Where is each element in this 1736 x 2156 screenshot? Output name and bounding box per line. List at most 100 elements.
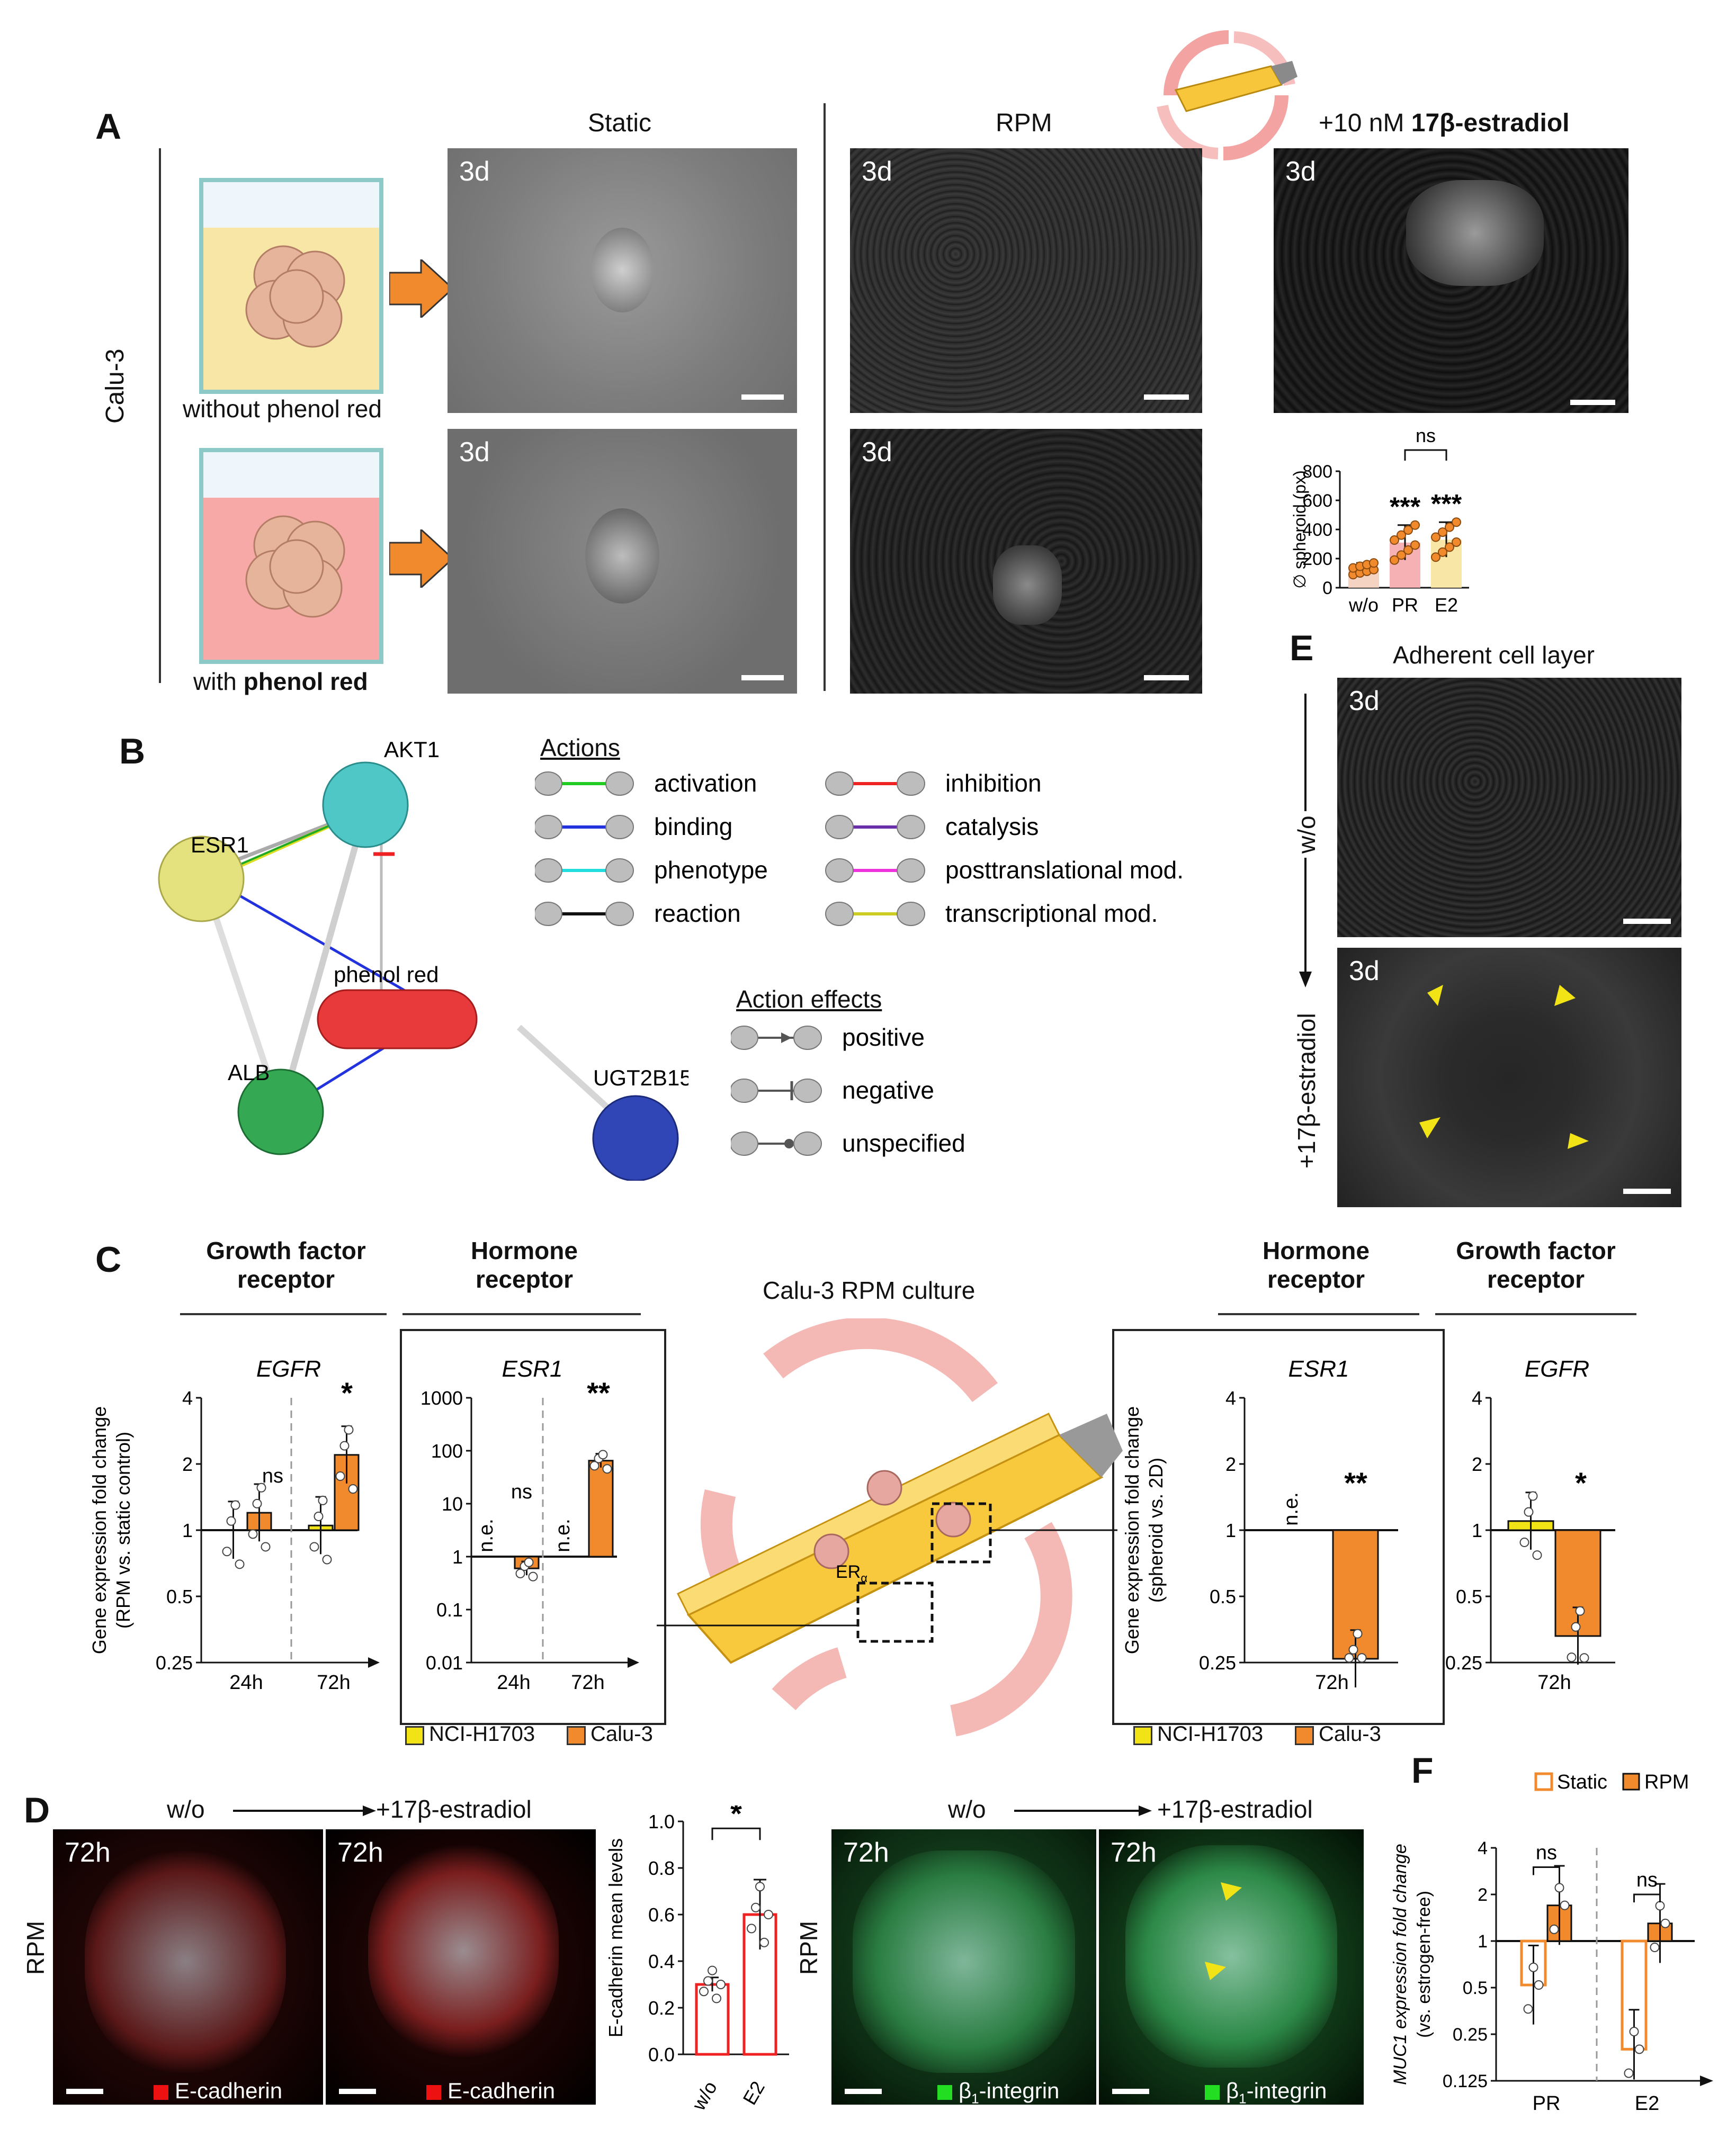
annotation-label: n.e. bbox=[552, 1519, 574, 1552]
micrograph-static-with-phenol: 3d bbox=[448, 429, 797, 694]
data-point bbox=[1532, 1550, 1542, 1560]
data-point bbox=[524, 1557, 534, 1567]
estradiol-column-title: +10 nM 17β-estradiol bbox=[1319, 109, 1570, 137]
action-node-icon bbox=[535, 902, 562, 926]
label-akt1: AKT1 bbox=[384, 737, 440, 762]
y-axis-label-line1: Gene expression fold change bbox=[88, 1406, 110, 1654]
effect-label: unspecified bbox=[842, 1129, 965, 1157]
y-tick-label: 100 bbox=[431, 1440, 463, 1462]
annotation-label: * bbox=[341, 1376, 353, 1409]
data-point bbox=[318, 1495, 328, 1505]
data-point bbox=[322, 1555, 332, 1565]
right-arrow bbox=[233, 1805, 376, 1816]
y-tick-label: 4 bbox=[1472, 1387, 1482, 1409]
y-tick-label: 0.125 bbox=[1443, 2071, 1488, 2091]
esr1-right-box bbox=[1112, 1329, 1445, 1725]
data-point bbox=[344, 1425, 354, 1435]
action-label: binding bbox=[654, 813, 732, 840]
label-estradiol: +17β-estradiol bbox=[1292, 1009, 1321, 1173]
y-tick-label: 0.25 bbox=[1453, 2025, 1488, 2045]
x-tick-label: 72h bbox=[1537, 1672, 1571, 1694]
header-hormone-left: Hormone receptor bbox=[471, 1237, 578, 1293]
data-point bbox=[335, 1471, 345, 1481]
string-network-diagram: AKT1 ESR1 phenol red ALB UGT2B15 bbox=[158, 737, 688, 1181]
y-tick-label: 0.8 bbox=[648, 1857, 675, 1879]
actions-legend: activationbindingphenotypereactioninhibi… bbox=[535, 769, 1184, 927]
action-node-icon bbox=[825, 858, 854, 883]
static-column-title: Static bbox=[588, 109, 652, 137]
arrow-from-label: w/o bbox=[167, 1795, 205, 1823]
green-square-icon bbox=[1205, 2085, 1220, 2100]
action-label: inhibition bbox=[945, 769, 1042, 797]
y-tick-label: 1.0 bbox=[648, 1811, 675, 1832]
y-tick-label: 1 bbox=[1472, 1520, 1482, 1541]
data-point bbox=[515, 1568, 525, 1578]
micrograph-rpm-without-phenol: 3d bbox=[850, 148, 1202, 413]
y-tick-label: 200 bbox=[1302, 549, 1332, 569]
annotation-label: * bbox=[1575, 1466, 1587, 1499]
y-tick-label: 4 bbox=[1478, 1838, 1488, 1858]
legend-label-static: Static bbox=[1557, 1771, 1607, 1793]
micrograph-adherent-estradiol: 3d bbox=[1337, 948, 1681, 1207]
effect-arrow-icon bbox=[781, 1032, 792, 1043]
x-tick-label: E2 bbox=[1435, 594, 1458, 616]
data-point bbox=[1660, 1918, 1670, 1928]
significance-bracket bbox=[711, 1827, 761, 1840]
data-point bbox=[1534, 1980, 1544, 1990]
y-tick-label: 1 bbox=[452, 1546, 463, 1568]
panel-letter-c: C bbox=[95, 1239, 122, 1280]
data-point bbox=[222, 1547, 232, 1557]
y-tick-label: 1 bbox=[182, 1520, 193, 1541]
panel-e-title: Adherent cell layer bbox=[1393, 641, 1595, 669]
data-point bbox=[708, 1965, 717, 1975]
y-tick-label: 0 bbox=[1322, 578, 1332, 598]
action-label: reaction bbox=[654, 900, 741, 927]
annotation-label: ** bbox=[587, 1376, 610, 1409]
arrow-right-icon bbox=[389, 529, 454, 588]
y-tick-label: 600 bbox=[1302, 491, 1332, 511]
y-tick-label: 0.25 bbox=[1199, 1652, 1236, 1674]
y-tick-label: 0.01 bbox=[426, 1652, 463, 1674]
y-tick-label: 0.6 bbox=[648, 1904, 675, 1926]
effects-legend: positive negative unspecified bbox=[731, 1023, 965, 1157]
micrograph-rpm-with-phenol: 3d bbox=[850, 429, 1202, 694]
effect-label: negative bbox=[842, 1076, 934, 1104]
flask-top-label: without phenol red bbox=[183, 395, 382, 423]
data-point bbox=[1438, 527, 1447, 537]
y-tick-label: 0.5 bbox=[1456, 1586, 1482, 1607]
gene-title: EGFR bbox=[256, 1356, 321, 1382]
significance-bracket bbox=[1533, 1866, 1560, 1875]
label-ugt2b15: UGT2B15 bbox=[593, 1065, 688, 1090]
data-point bbox=[309, 1542, 319, 1552]
y-tick-label: 0.5 bbox=[166, 1586, 193, 1607]
micrograph-static-without-phenol: 3d bbox=[448, 148, 797, 413]
node-akt1 bbox=[322, 761, 409, 848]
gene-title: ESR1 bbox=[502, 1356, 563, 1382]
data-point bbox=[230, 1500, 240, 1510]
data-point bbox=[1344, 1653, 1354, 1663]
effects-title: Action effects bbox=[736, 985, 882, 1013]
data-point bbox=[248, 1529, 258, 1539]
data-point bbox=[1348, 1645, 1358, 1655]
arrow-from-label-2: w/o bbox=[948, 1795, 986, 1823]
data-point bbox=[1571, 1622, 1581, 1632]
bar bbox=[588, 1460, 614, 1558]
data-point bbox=[1403, 545, 1413, 555]
significance-label: * bbox=[730, 1805, 742, 1830]
annotation-label: ns bbox=[511, 1481, 532, 1503]
legend-swatch-static bbox=[1534, 1772, 1553, 1791]
effect-dot-icon bbox=[784, 1139, 794, 1148]
significance-label: *** bbox=[1390, 492, 1421, 522]
annotation-label: n.e. bbox=[1280, 1492, 1302, 1525]
label-alb: ALB bbox=[228, 1060, 270, 1085]
data-point bbox=[1445, 522, 1454, 532]
action-node-icon bbox=[897, 902, 925, 926]
data-point bbox=[1519, 1538, 1529, 1548]
x-tick-label: 72h bbox=[317, 1672, 350, 1694]
significance-bracket bbox=[1633, 1893, 1661, 1902]
x-tick-label: 24h bbox=[229, 1672, 263, 1694]
effect-label: positive bbox=[842, 1023, 925, 1051]
data-point bbox=[1575, 1606, 1585, 1616]
